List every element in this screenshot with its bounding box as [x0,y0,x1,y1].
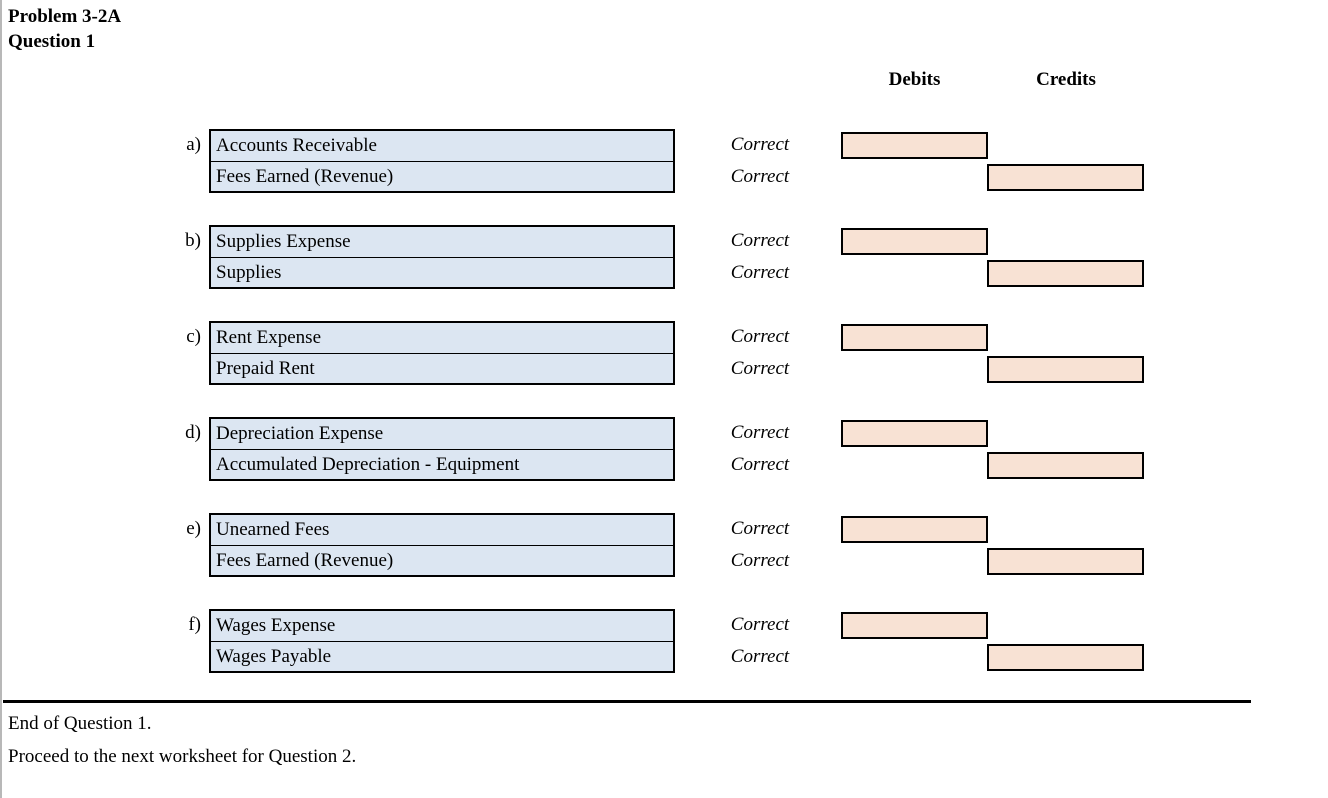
answer-status-label: Correct [730,518,790,539]
column-header-debits: Debits [888,69,941,90]
problem-title: Problem 3-2A [8,6,122,27]
entry-letter-label: c) [186,326,201,347]
entry-letter-label: b) [185,230,201,251]
question-title: Question 1 [8,31,96,52]
journal-entry-row: Fees Earned (Revenue) Correct [0,545,1328,577]
entry-letter-label: f) [188,614,201,635]
entry-letter-label: d) [185,422,201,443]
answer-status-label: Correct [730,614,790,635]
answer-status-label: Correct [730,166,790,187]
answer-status-label: Correct [730,646,790,667]
credit-amount-input[interactable] [987,260,1144,287]
journal-entry-row: a) Accounts Receivable Correct [0,129,1328,161]
account-name-input[interactable]: Depreciation Expense [209,417,675,449]
answer-status-label: Correct [730,550,790,571]
credit-amount-input[interactable] [987,644,1144,671]
debit-amount-input[interactable] [841,516,988,543]
footer-text: End of Question 1. Proceed to the next w… [8,707,356,773]
column-header-credits: Credits [1036,69,1096,90]
journal-entry-row: Fees Earned (Revenue) Correct [0,161,1328,193]
credit-amount-input[interactable] [987,356,1144,383]
credit-amount-input[interactable] [987,164,1144,191]
journal-entry-row: Prepaid Rent Correct [0,353,1328,385]
account-name-input[interactable]: Rent Expense [209,321,675,353]
footer-line-end-of-question: End of Question 1. [8,713,152,734]
answer-status-label: Correct [730,262,790,283]
debit-amount-input[interactable] [841,612,988,639]
answer-status-label: Correct [730,326,790,347]
answer-status-label: Correct [730,358,790,379]
journal-entry-row: b) Supplies Expense Correct [0,225,1328,257]
account-name-input[interactable]: Accounts Receivable [209,129,675,161]
answer-status-label: Correct [730,454,790,475]
debit-amount-input[interactable] [841,228,988,255]
credit-amount-input[interactable] [987,548,1144,575]
answer-status-label: Correct [730,422,790,443]
journal-entry-row: d) Depreciation Expense Correct [0,417,1328,449]
account-name-input[interactable]: Fees Earned (Revenue) [209,161,675,193]
journal-entry-row: e) Unearned Fees Correct [0,513,1328,545]
entry-letter-label: a) [186,134,201,155]
footer-divider [3,700,1251,703]
sheet-left-edge-rule [0,0,2,798]
debit-amount-input[interactable] [841,420,988,447]
account-name-input[interactable]: Unearned Fees [209,513,675,545]
footer-line-proceed: Proceed to the next worksheet for Questi… [8,746,357,767]
credit-amount-input[interactable] [987,452,1144,479]
journal-entry-row: f) Wages Expense Correct [0,609,1328,641]
answer-status-label: Correct [730,230,790,251]
debit-amount-input[interactable] [841,324,988,351]
debit-amount-input[interactable] [841,132,988,159]
journal-entry-row: Wages Payable Correct [0,641,1328,673]
account-name-input[interactable]: Supplies [209,257,675,289]
answer-status-label: Correct [730,134,790,155]
account-name-input[interactable]: Wages Expense [209,609,675,641]
account-name-input[interactable]: Wages Payable [209,641,675,673]
journal-entry-row: Accumulated Depreciation - Equipment Corr… [0,449,1328,481]
journal-entry-row: Supplies Correct [0,257,1328,289]
page-title: Problem 3-2A Question 1 [8,4,121,54]
account-name-input[interactable]: Prepaid Rent [209,353,675,385]
account-name-input[interactable]: Accumulated Depreciation - Equipment [209,449,675,481]
account-name-input[interactable]: Supplies Expense [209,225,675,257]
account-name-input[interactable]: Fees Earned (Revenue) [209,545,675,577]
journal-entry-row: c) Rent Expense Correct [0,321,1328,353]
entry-letter-label: e) [186,518,201,539]
